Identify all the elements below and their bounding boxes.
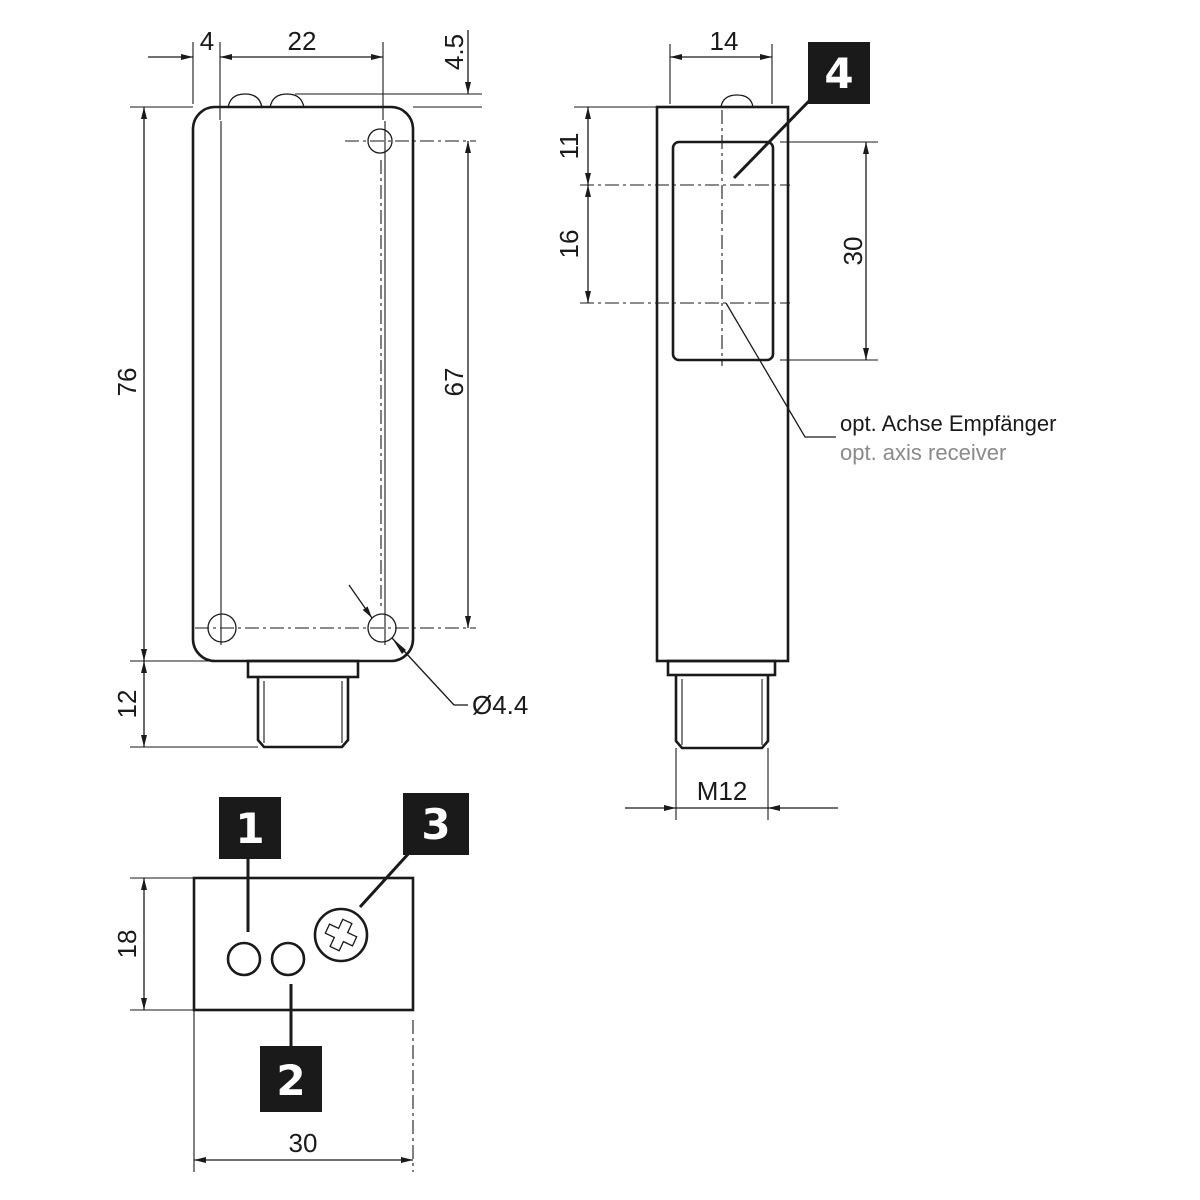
callout-badge-4: 4 [808, 42, 870, 104]
bottom-led-1 [226, 941, 262, 977]
svg-text:3: 3 [421, 800, 450, 849]
dim-text-22: 22 [288, 26, 317, 56]
dim-text-m12: M12 [697, 776, 748, 806]
callout-badge-3: 3 [403, 793, 469, 855]
front-led-bump-right [269, 93, 305, 109]
callout-badge-1: 1 [219, 797, 281, 859]
dim-text-4: 4 [200, 26, 214, 56]
hole-diameter-arrow-in [348, 584, 373, 619]
note-optical-axis-de: opt. Achse Empfänger [840, 411, 1056, 436]
side-view: 14 11 16 30 M12 opt. Achse Empfänger opt… [554, 26, 1056, 820]
dim-text-4-5: 4.5 [439, 34, 469, 70]
dim-text-76: 76 [112, 368, 142, 397]
front-connector-collar [246, 659, 360, 679]
svg-text:1: 1 [235, 804, 264, 853]
optical-axis-leader [725, 302, 836, 438]
dim-text-11: 11 [554, 133, 584, 160]
callout-badge-2: 2 [260, 1046, 322, 1112]
potentiometer-cross-icon [324, 918, 358, 952]
hole-diameter-arrow-out [392, 638, 406, 654]
bottom-view: 18 30 1 2 3 [112, 793, 469, 1172]
dim-text-30-window: 30 [838, 237, 868, 266]
dim-text-12: 12 [112, 690, 142, 719]
callout-4-leader [732, 98, 812, 180]
svg-text:4: 4 [824, 49, 853, 98]
bottom-housing-outline [192, 876, 415, 1012]
front-housing-outline [191, 105, 415, 663]
front-connector-thread [256, 677, 350, 749]
dim-text-67: 67 [439, 368, 469, 397]
side-led-bump [720, 94, 754, 108]
front-hole-top-right [367, 128, 393, 154]
side-connector-thread [674, 675, 770, 750]
dim-text-18: 18 [112, 930, 142, 959]
side-connector-collar [666, 659, 777, 677]
dim-text-hole-diameter: Ø4.4 [472, 690, 528, 720]
bottom-potentiometer [313, 907, 369, 963]
front-led-bump-left [227, 93, 263, 109]
dim-text-30-bottom: 30 [289, 1128, 318, 1158]
svg-text:2: 2 [276, 1056, 305, 1105]
dim-text-16: 16 [554, 230, 584, 259]
dim-text-14: 14 [710, 26, 739, 56]
note-optical-axis-en: opt. axis receiver [840, 440, 1006, 465]
bottom-led-2 [270, 941, 306, 977]
front-view: 4 22 4.5 76 12 67 Ø4.4 [112, 26, 528, 749]
callout-3-leader [358, 850, 412, 909]
side-window [671, 140, 775, 362]
